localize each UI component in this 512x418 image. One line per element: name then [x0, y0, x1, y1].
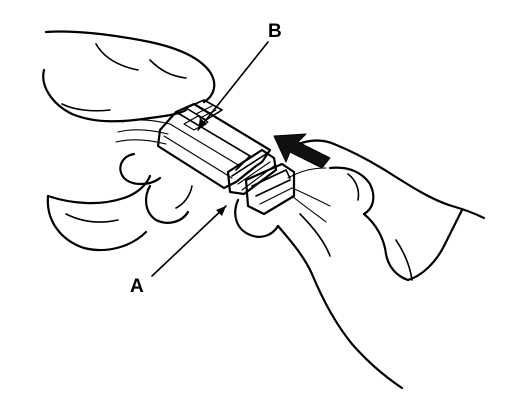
callout-a-label: A [130, 276, 144, 297]
callout-b-leader [197, 41, 269, 131]
callout-a-leader [151, 205, 227, 277]
callout-a-arrowhead [216, 206, 226, 216]
connector-housing [156, 99, 331, 223]
right-hand [234, 139, 486, 390]
left-hand [42, 30, 216, 252]
callout-b-arrowhead [198, 118, 207, 130]
callout-b-label: B [268, 21, 282, 42]
pull-direction-arrow-icon [273, 133, 331, 169]
